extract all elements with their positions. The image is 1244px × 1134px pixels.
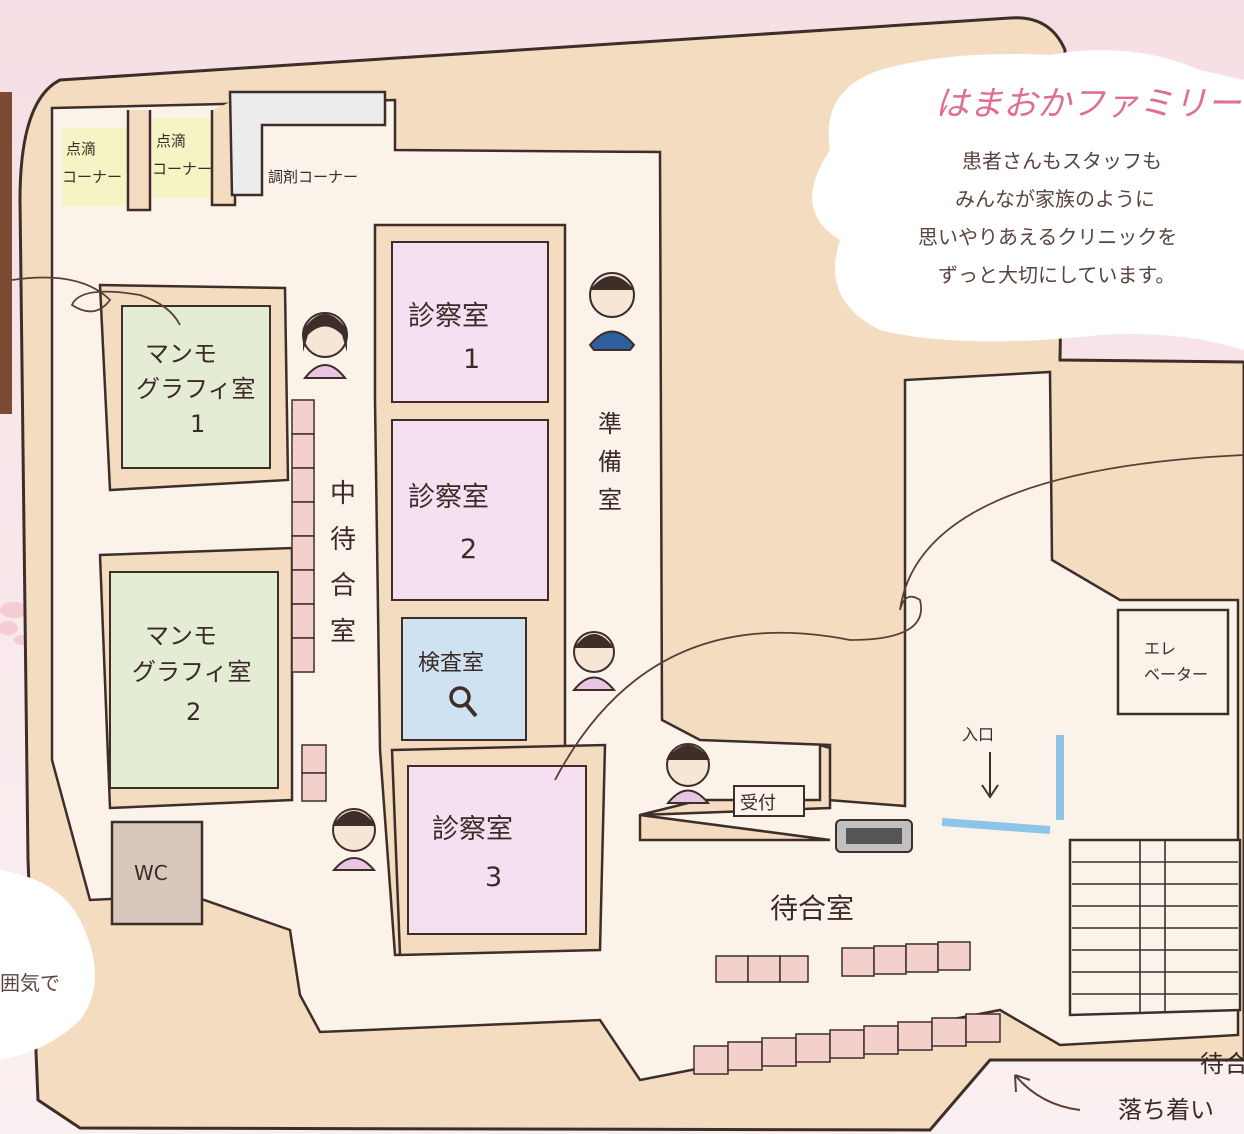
drip-corner-1 (62, 128, 128, 206)
drip-1-label-2: コーナー (62, 168, 122, 186)
exam-room-1 (391, 241, 549, 403)
family-line-2: みんなが家族のように (955, 187, 1155, 211)
mammo-1-label-3: 1 (190, 410, 205, 438)
entrance-arrow (981, 752, 999, 799)
family-title: はまおかファミリー (935, 84, 1242, 124)
mammo-2-label-2: グラフィ室 (132, 658, 252, 686)
drip-wall (126, 110, 152, 212)
prep-label-3: 室 (598, 486, 622, 514)
magnifier-icon (449, 686, 478, 718)
prep-label-1: 準 (598, 410, 622, 438)
connector-line (11, 276, 181, 326)
bottom-right-fragment-1: 待合 (1200, 1050, 1244, 1078)
exam-room-3 (407, 765, 587, 935)
elevator (1116, 608, 1230, 716)
lab-room (401, 617, 527, 741)
lab-label: 検査室 (418, 651, 484, 676)
drip-2-label-2: コーナー (152, 160, 212, 178)
exam-2-label-2: 2 (460, 534, 477, 565)
waiting-benches (693, 941, 1001, 1075)
inner-waiting-label-2: 待 (330, 525, 356, 555)
mammo-2-label-3: 2 (186, 698, 201, 726)
drip-1-label-1: 点滴 (66, 140, 96, 158)
mammo-1-label-2: グラフィ室 (136, 375, 256, 403)
exam-1-label-2: 1 (463, 344, 480, 375)
pharmacy-label: 調剤コーナー (268, 168, 358, 186)
exam-3-label-1: 診察室 (432, 814, 513, 845)
elevator-label-2: ベーター (1144, 665, 1208, 684)
pharmacy-counter (228, 90, 387, 197)
elevator-label-1: エレ (1144, 639, 1176, 658)
wc-label: WC (134, 861, 168, 885)
family-line-4: ずっと大切にしています。 (938, 263, 1175, 287)
entrance-label: 入口 (962, 725, 994, 744)
waiting-room-label: 待合室 (770, 892, 854, 925)
family-line-1: 患者さんもスタッフも (962, 149, 1162, 173)
exam-room-2 (391, 419, 549, 601)
nurse-figure (302, 312, 348, 379)
mammo-2-label-1: マンモ (145, 622, 217, 650)
photo-edge (0, 92, 12, 414)
wc-room (110, 820, 204, 926)
prep-label-2: 備 (598, 448, 622, 476)
drip-2-label-1: 点滴 (156, 132, 186, 150)
mammo-1-label-1: マンモ (145, 340, 217, 368)
nurse-figure (665, 743, 711, 804)
arrow (1014, 1074, 1081, 1111)
doctor-figure (588, 272, 636, 351)
nurse-figure (571, 631, 617, 691)
exam-2-label-1: 診察室 (408, 482, 489, 513)
inner-waiting-label-3: 合 (330, 571, 356, 601)
connector-line (554, 454, 1244, 781)
drip-corner-2 (152, 118, 212, 198)
inner-waiting-label-1: 中 (330, 479, 356, 509)
family-bubble (812, 50, 1244, 350)
family-line-3: 思いやりあえるクリニックを (918, 225, 1177, 249)
inner-waiting-label-4: 室 (330, 617, 356, 647)
bottom-right-fragment-2: 落ち着い (1118, 1096, 1214, 1124)
stair-steps (1072, 840, 1238, 1012)
entrance-doors (941, 818, 1051, 834)
inner-waiting-benches (291, 399, 327, 802)
nurse-figure (331, 808, 377, 871)
note-bubble (0, 870, 95, 1060)
exam-1-label-1: 診察室 (408, 301, 489, 332)
reception-label: 受付 (740, 793, 776, 814)
left-note-fragment: 囲気で (0, 971, 60, 995)
exam-3-label-2: 3 (485, 862, 502, 893)
